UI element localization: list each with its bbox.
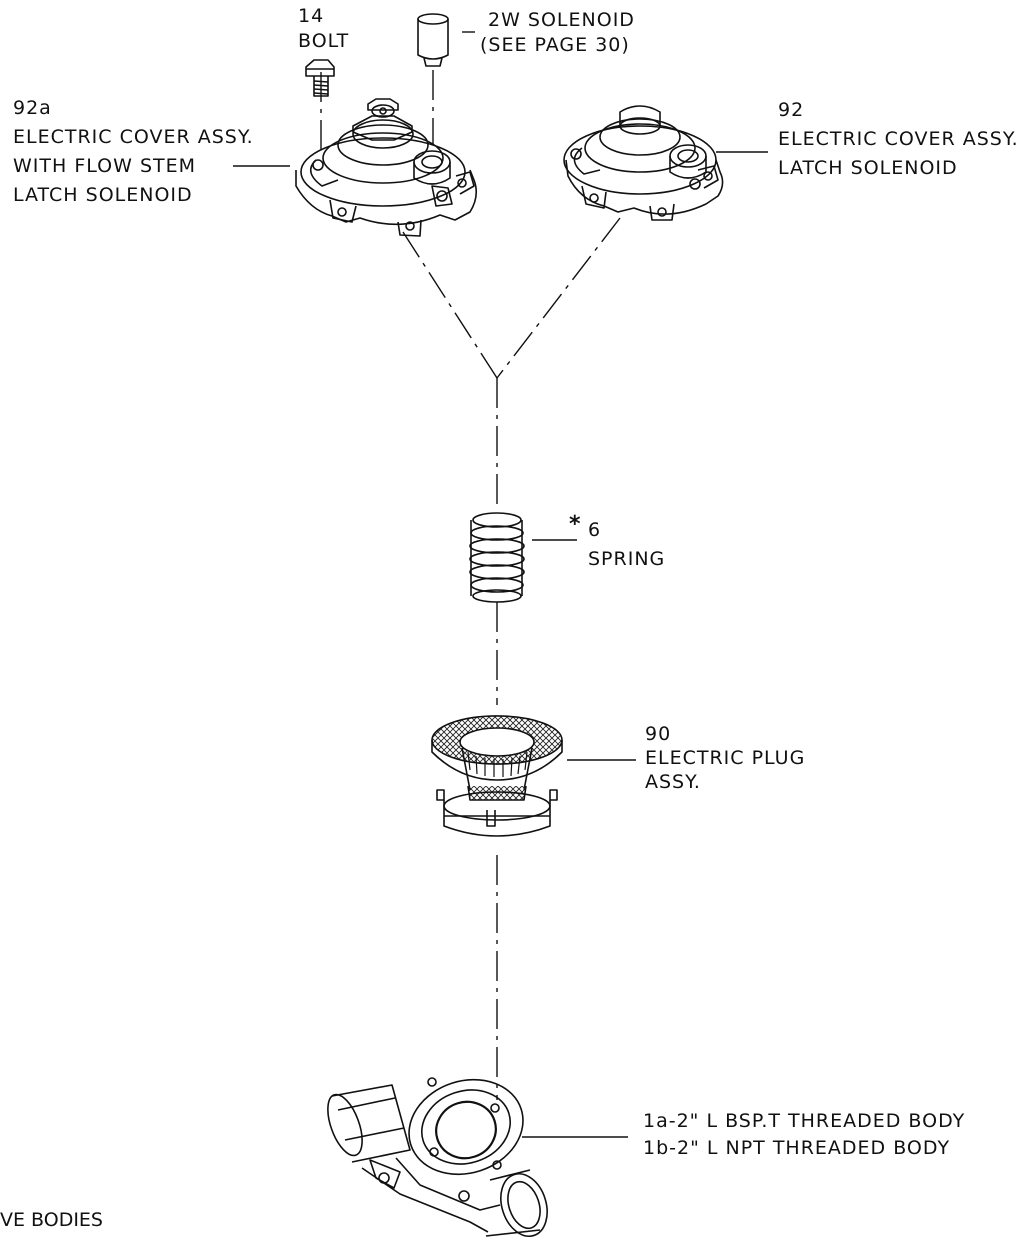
body-variant-1b: 1b-2" L NPT THREADED BODY: [643, 1137, 951, 1159]
cover-92a-part-number: 92a: [13, 97, 52, 119]
bolt-callout: 14 BOLT: [298, 4, 349, 54]
electric-cover-92a-part: [295, 98, 478, 237]
bolt-part-name: BOLT: [298, 30, 350, 52]
spare-part-asterisk: *: [569, 512, 581, 537]
spring-part-name: SPRING: [588, 548, 666, 570]
bolt-part: [305, 59, 335, 97]
solenoid-reference: (SEE PAGE 30): [480, 34, 630, 56]
threaded-body-part: [327, 1077, 548, 1237]
page-footer-text: VE BODIES: [0, 1209, 103, 1231]
bolt-part-number: 14: [298, 5, 325, 27]
assembly-centerlines: [320, 70, 621, 1100]
cover-92-line1: ELECTRIC COVER ASSY.: [778, 128, 1019, 150]
leader-lines: [233, 31, 768, 1138]
electric-cover-92-part: [563, 105, 724, 221]
spring-part-number: 6: [588, 519, 602, 541]
solenoid-part: [417, 13, 449, 67]
plug-callout: 90 ELECTRIC PLUG ASSY.: [645, 722, 805, 794]
cover-92-callout: 92 ELECTRIC COVER ASSY. LATCH SOLENOID: [778, 96, 1019, 183]
plug-line2: ASSY.: [645, 771, 701, 793]
electric-plug-assy-part: [431, 715, 563, 837]
cover-92a-line3: LATCH SOLENOID: [13, 184, 193, 206]
spring-part: [469, 512, 525, 603]
cover-92a-line2: WITH FLOW STEM: [13, 155, 197, 177]
cover-92a-callout: 92a ELECTRIC COVER ASSY. WITH FLOW STEM …: [13, 94, 254, 210]
solenoid-callout: 2W SOLENOID (SEE PAGE 30): [480, 8, 635, 58]
body-callout: 1a-2" L BSP.T THREADED BODY 1b-2" L NPT …: [643, 1108, 965, 1162]
cover-92-line2: LATCH SOLENOID: [778, 157, 958, 179]
cover-92a-line1: ELECTRIC COVER ASSY.: [13, 126, 254, 148]
spring-callout: 6 SPRING: [588, 516, 665, 574]
cover-92-part-number: 92: [778, 99, 805, 121]
body-variant-1a: 1a-2" L BSP.T THREADED BODY: [643, 1110, 966, 1132]
plug-part-number: 90: [645, 723, 672, 745]
plug-line1: ELECTRIC PLUG: [645, 747, 806, 769]
solenoid-name: 2W SOLENOID: [488, 9, 635, 31]
